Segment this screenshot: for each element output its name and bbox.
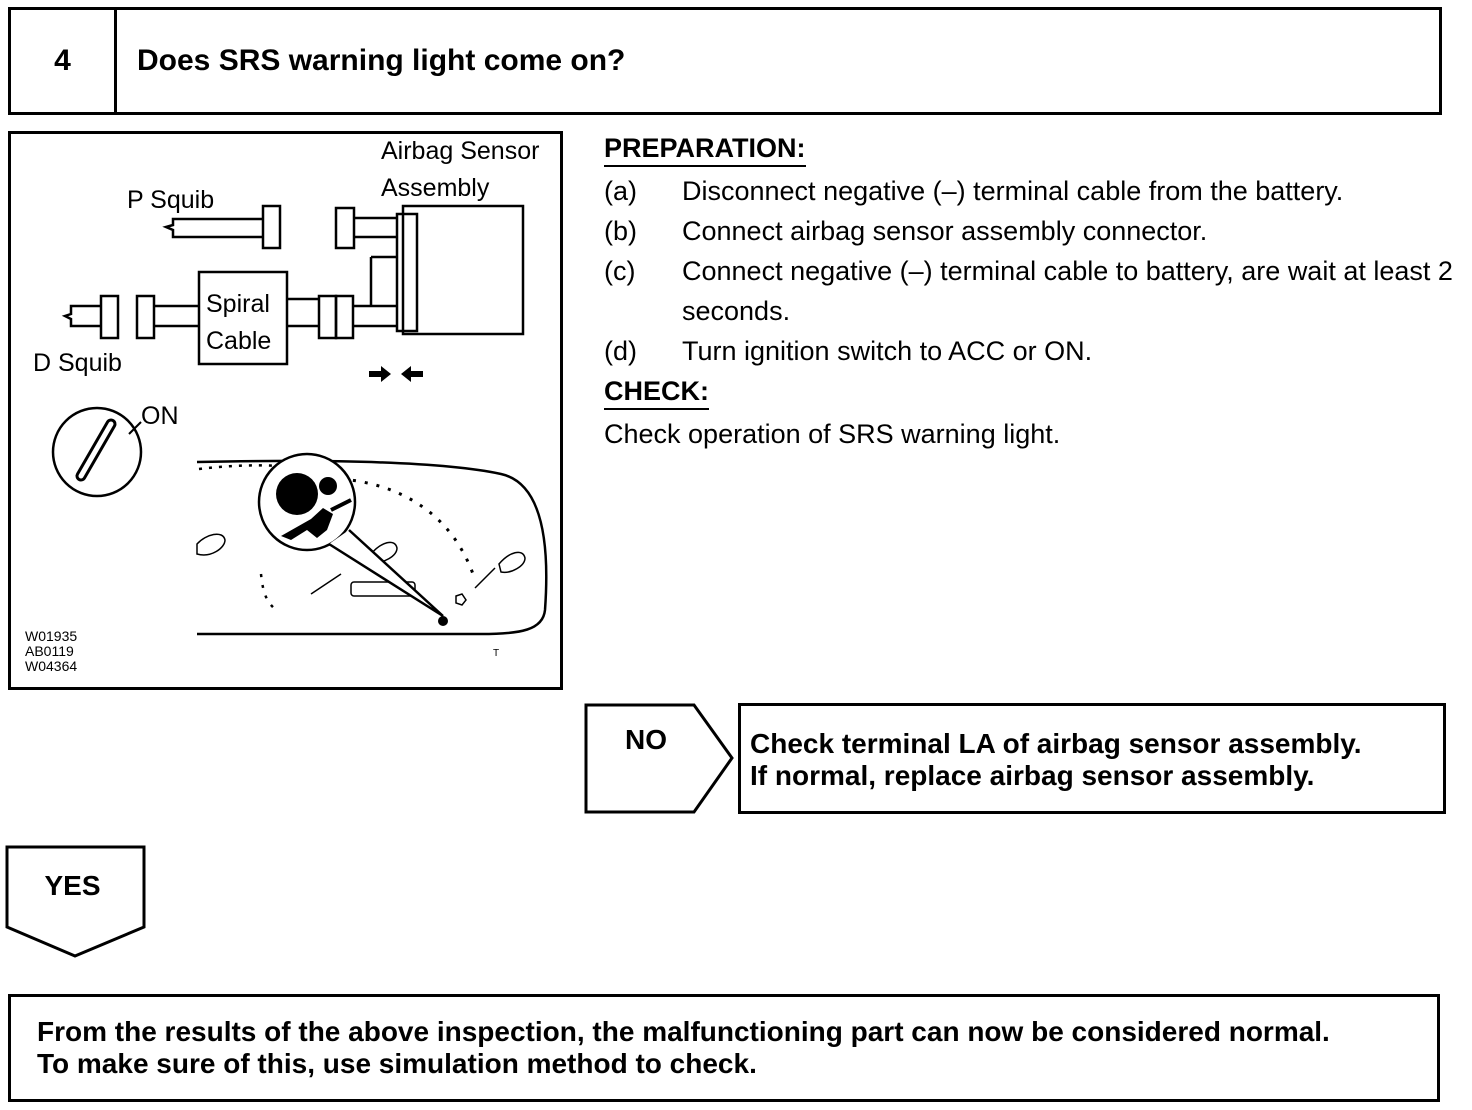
step-letter: (c) [604,256,636,286]
airbag-sensor-label-line1: Airbag Sensor [381,137,539,165]
yes-label: YES [44,870,101,901]
p-squib-connector [261,204,282,250]
step-text: Connect negative (–) terminal cable to b… [682,256,1453,326]
check-heading: CHECK: [604,374,709,410]
conclusion-text: From the results of the above inspection… [37,1016,1330,1080]
airbag-sensor-body [401,204,525,336]
step-letter: (b) [604,216,637,246]
p-squib-label: P Squib [127,186,214,214]
preparation-step: (d) Turn ignition switch to ACC or ON. [604,331,1464,371]
yes-branch-arrow-box [5,845,146,958]
step-text: Turn ignition switch to ACC or ON. [682,336,1093,366]
instrument-cluster-outline [196,459,548,636]
step-text: Disconnect negative (–) terminal cable f… [682,176,1344,206]
p-squib-harness-connector [334,206,356,250]
step-header: 4 Does SRS warning light come on? [8,7,1442,115]
step-letter: (d) [604,336,637,366]
check-text: Check operation of SRS warning light. [604,419,1061,449]
preparation-step: (a) Disconnect negative (–) terminal cab… [604,171,1464,211]
d-squib-label: D Squib [33,349,122,377]
preparation-step: (c) Connect negative (–) terminal cable … [604,251,1464,331]
step-letter: (a) [604,176,637,206]
preparation-heading: PREPARATION: [604,131,806,167]
p-squib-lead [162,217,263,239]
conclusion-line2: To make sure of this, use simulation met… [37,1048,757,1079]
no-result-text: Check terminal LA of airbag sensor assem… [750,728,1362,792]
no-label: NO [625,724,667,755]
ignition-on-label: ON [141,402,179,430]
figure-code-1: W01935 [25,628,77,644]
d-squib-connector [99,294,120,340]
spiral-cable-label-line1: Spiral [206,290,270,318]
airbag-illustration: Airbag Sensor Assembly P Squib D Squib S… [8,131,563,690]
preparation-step: (b) Connect airbag sensor assembly conne… [604,211,1464,251]
instructions: PREPARATION: (a) Disconnect negative (–)… [604,128,1464,454]
spiral-cable-label-line2: Cable [206,327,271,355]
no-result-line1: Check terminal LA of airbag sensor assem… [750,728,1362,759]
airbag-sensor-label-line2: Assembly [381,174,490,202]
conclusion-line1: From the results of the above inspection… [37,1016,1330,1047]
no-result-box: Check terminal LA of airbag sensor assem… [738,703,1446,814]
d-squib-lead [61,304,101,328]
conclusion-box: From the results of the above inspection… [8,994,1440,1102]
no-result-line2: If normal, replace airbag sensor assembl… [750,760,1315,791]
spiral-cable-box [197,270,289,366]
step-question: Does SRS warning light come on? [137,44,626,77]
no-branch-arrow-box [584,703,734,814]
step-text: Connect airbag sensor assembly connector… [682,216,1208,246]
airbag-wiring-diagram: Airbag Sensor Assembly P Squib D Squib S… [25,137,548,674]
figure-corner-mark: T [493,648,499,659]
figure-code-3: W04364 [25,658,77,674]
ignition-switch [51,406,143,498]
airbag-sensor-connector [395,212,419,333]
step-number: 4 [11,10,117,112]
figure-code-2: AB0119 [25,643,74,659]
